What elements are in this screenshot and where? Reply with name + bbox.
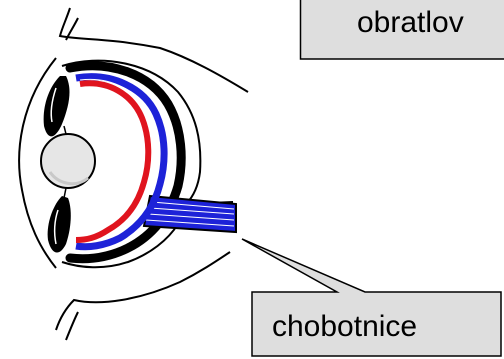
optic-nerve — [144, 196, 236, 232]
lower-skin-line — [56, 252, 230, 330]
iris-upper — [44, 76, 70, 136]
ligament-lower — [64, 188, 66, 198]
iris-lower — [48, 196, 71, 253]
lower-skin-line-2 — [66, 312, 78, 340]
top-callout: obratlov — [301, 0, 504, 59]
top-callout-label: obratlov — [357, 6, 464, 39]
ligament-upper — [64, 126, 66, 134]
bottom-callout: chobotnice — [242, 239, 501, 356]
octopus-eye-cross-section-icon — [19, 8, 248, 340]
bottom-callout-label: chobotnice — [272, 310, 417, 343]
